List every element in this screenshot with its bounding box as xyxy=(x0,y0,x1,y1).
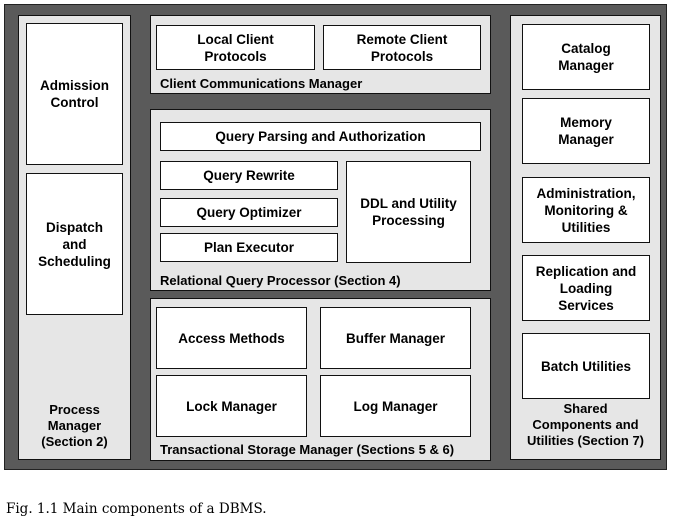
figure-caption: Fig. 1.1 Main components of a DBMS. xyxy=(6,501,267,517)
query-parsing-box: Query Parsing and Authorization xyxy=(160,122,481,151)
storage-manager-label: Transactional Storage Manager (Sections … xyxy=(160,442,455,457)
ddl-utility-box: DDL and Utility Processing xyxy=(346,161,471,263)
plan-executor-box: Plan Executor xyxy=(160,233,338,262)
memory-manager-box: Memory Manager xyxy=(522,98,650,164)
query-rewrite-box: Query Rewrite xyxy=(160,161,338,190)
admission-control-box: Admission Control xyxy=(26,23,123,165)
catalog-manager-box: Catalog Manager xyxy=(522,24,650,90)
storage-manager-panel: Access Methods Buffer Manager Lock Manag… xyxy=(150,298,491,461)
process-manager-label: Process Manager (Section 2) xyxy=(41,402,108,449)
replication-box: Replication and Loading Services xyxy=(522,255,650,321)
log-manager-box: Log Manager xyxy=(320,375,471,437)
query-optimizer-box: Query Optimizer xyxy=(160,198,338,227)
access-methods-box: Access Methods xyxy=(156,307,307,369)
query-processor-label: Relational Query Processor (Section 4) xyxy=(160,273,401,288)
dispatch-scheduling-box: Dispatch and Scheduling xyxy=(26,173,123,315)
batch-utilities-box: Batch Utilities xyxy=(522,333,650,399)
process-manager-panel: Admission Control Dispatch and Schedulin… xyxy=(18,15,131,460)
client-communications-label: Client Communications Manager xyxy=(160,76,363,91)
shared-components-panel: Catalog Manager Memory Manager Administr… xyxy=(510,15,661,460)
query-processor-panel: Query Parsing and Authorization Query Re… xyxy=(150,109,491,291)
remote-client-protocols-box: Remote Client Protocols xyxy=(323,25,481,70)
client-communications-panel: Local Client Protocols Remote Client Pro… xyxy=(150,15,491,94)
shared-components-label: Shared Components and Utilities (Section… xyxy=(526,401,645,448)
lock-manager-box: Lock Manager xyxy=(156,375,307,437)
administration-box: Administration, Monitoring & Utilities xyxy=(522,177,650,243)
local-client-protocols-box: Local Client Protocols xyxy=(156,25,315,70)
buffer-manager-box: Buffer Manager xyxy=(320,307,471,369)
